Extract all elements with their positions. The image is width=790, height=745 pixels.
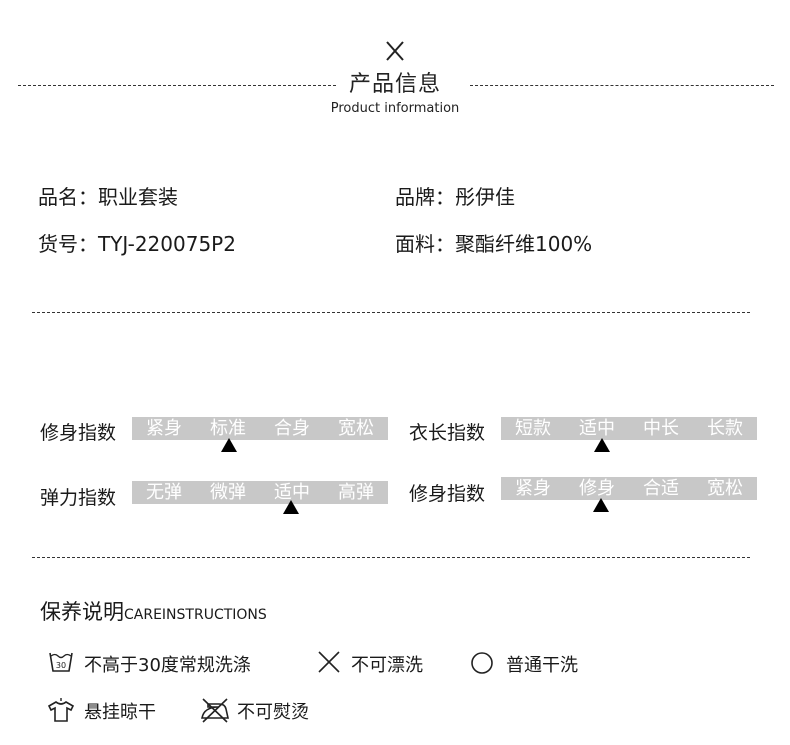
slim-option-loose: 宽松 xyxy=(707,478,743,499)
care-item-wash: 不高于30度常规洗涤 xyxy=(84,655,251,676)
stretch-option-slight: 微弹 xyxy=(210,482,246,503)
svg-text:30: 30 xyxy=(56,661,66,670)
product-name: 品名：职业套装 xyxy=(38,181,178,210)
product-sku-value: TYJ-220075P2 xyxy=(98,232,236,256)
fit-option-loose: 宽松 xyxy=(338,418,374,439)
page-title: 产品信息 xyxy=(348,72,441,97)
stretch-index-label: 弹力指数 xyxy=(40,487,117,509)
fit-index-marker xyxy=(221,438,237,452)
length-option-medium: 适中 xyxy=(579,418,615,439)
fit-option-tight: 紧身 xyxy=(146,418,182,439)
care-item-no-bleach: 不可漂洗 xyxy=(351,655,423,676)
fit-option-standard: 标准 xyxy=(210,418,246,439)
length-option-long: 长款 xyxy=(707,418,743,439)
length-index-scale: 短款 适中 中长 长款 xyxy=(501,417,757,440)
product-sku-label: 货号： xyxy=(38,232,98,256)
product-fabric: 面料：聚酯纤维100% xyxy=(395,228,592,257)
slim-index-label: 修身指数 xyxy=(409,483,486,505)
product-fabric-value: 聚酯纤维100% xyxy=(455,232,593,256)
length-index-label: 衣长指数 xyxy=(409,422,486,444)
product-sku: 货号：TYJ-220075P2 xyxy=(38,228,236,257)
product-brand: 品牌：彤伊佳 xyxy=(395,181,515,210)
care-item-hang-dry: 悬挂晾干 xyxy=(84,702,156,723)
hang-dry-icon xyxy=(47,698,75,722)
page-subtitle: Product information xyxy=(330,101,460,116)
header-divider-left xyxy=(18,85,336,86)
stretch-option-none: 无弹 xyxy=(146,482,182,503)
slim-index-scale: 紧身 修身 合适 宽松 xyxy=(501,477,757,500)
length-option-mid-long: 中长 xyxy=(643,418,679,439)
care-title-cn: 保养说明 xyxy=(40,600,124,624)
stretch-index-scale: 无弹 微弹 适中 高弹 xyxy=(132,481,388,504)
fit-index-label: 修身指数 xyxy=(40,422,117,444)
slim-option-fit: 合适 xyxy=(643,478,679,499)
product-fabric-label: 面料： xyxy=(395,232,455,256)
stretch-option-high: 高弹 xyxy=(338,482,374,503)
stretch-option-medium: 适中 xyxy=(274,482,310,503)
slim-option-tight: 紧身 xyxy=(515,478,551,499)
section-divider-2 xyxy=(32,557,750,558)
product-brand-value: 彤伊佳 xyxy=(455,185,515,209)
product-brand-label: 品牌： xyxy=(395,185,455,209)
length-option-short: 短款 xyxy=(515,418,551,439)
care-title-en: CAREINSTRUCTIONS xyxy=(124,607,267,623)
care-item-dry-clean: 普通干洗 xyxy=(506,655,578,676)
no-bleach-icon xyxy=(318,651,340,673)
fit-index-scale: 紧身 标准 合身 宽松 xyxy=(132,417,388,440)
fit-option-fitted: 合身 xyxy=(274,418,310,439)
wash-30-icon: 30 xyxy=(49,652,73,672)
close-x-icon xyxy=(386,41,404,61)
care-title: 保养说明CAREINSTRUCTIONS xyxy=(40,596,267,626)
header-divider-right xyxy=(470,85,774,86)
stretch-index-marker xyxy=(283,500,299,514)
slim-option-slim: 修身 xyxy=(579,478,615,499)
slim-index-marker xyxy=(593,498,609,512)
dry-clean-icon xyxy=(471,652,493,674)
length-index-marker xyxy=(594,438,610,452)
care-item-no-iron: 不可熨烫 xyxy=(237,702,309,723)
product-name-value: 职业套装 xyxy=(98,185,178,209)
product-name-label: 品名： xyxy=(38,185,98,209)
section-divider-1 xyxy=(32,312,750,313)
no-iron-icon xyxy=(201,698,229,723)
